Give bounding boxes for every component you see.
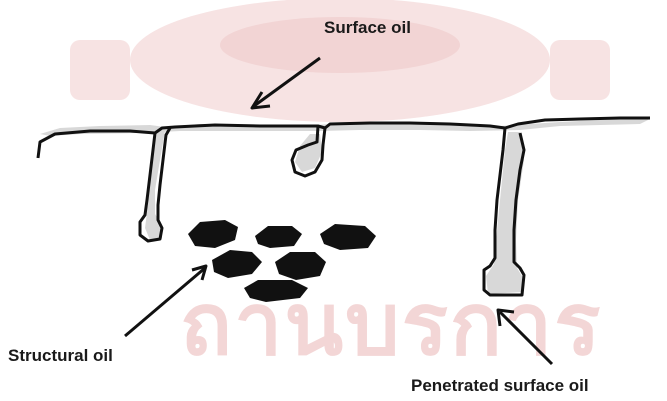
structural-oil-particle [188,220,238,248]
structural-oil-particle [255,226,302,248]
pore-oil-right [486,132,524,294]
structural-oil-particle [275,252,326,280]
arrow-penetrated-surface-oil [498,310,552,364]
surface-oil-label: Surface oil [324,18,411,38]
structural-oil-particle [212,250,262,278]
penetrated-surface-oil-label: Penetrated surface oil [411,376,589,396]
structural-oil-particle [244,280,308,302]
arrow-structural-oil [125,266,206,336]
structural-oil-label: Structural oil [8,346,113,366]
structural-oil-particle [320,224,376,250]
arrow-surface-oil [252,58,320,108]
